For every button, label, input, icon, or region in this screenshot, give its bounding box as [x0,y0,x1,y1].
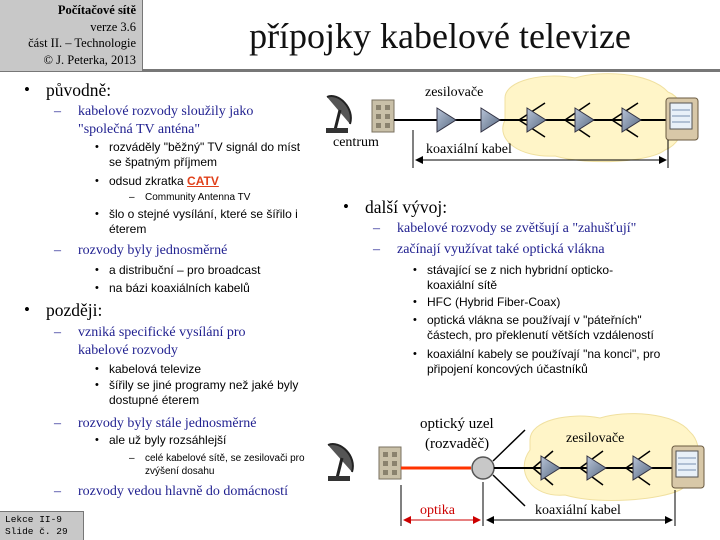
item-common-antenna: – kabelové rozvody sloužily jako "společ… [54,104,254,137]
course-part: část II. – Technologie [28,36,136,50]
footer-box: Lekce II-9 Slide č. 29 [0,511,84,540]
catv-expansion: –Community Antenna TV [129,192,251,203]
optical-node-icon [471,456,495,480]
catv-abbreviation: CATV [187,174,219,188]
bullet-later: •později: [24,300,103,320]
label-headend: centrum [333,135,379,150]
diagram-top [326,73,699,168]
sub-item-cable-tv: •kabelová televize [95,362,202,376]
sub-item-other-programs: • šířily se jiné programy než jaké byly … [95,378,299,407]
sub-item-backbone: • optická vlákna se používají v "páteřní… [413,313,654,342]
amplifier-icon [586,455,607,481]
amplifier-icon [540,455,561,481]
satellite-dish-icon [326,95,352,133]
item-growing-networks: –kabelové rozvody se zvětšují a "zahušťu… [373,221,637,236]
amplifier-icon [480,107,501,133]
label-amplifiers-bottom: zesilovače [566,431,625,446]
amplifier-icon [436,107,457,133]
bullet-further-development: •další vývoj: [343,197,448,217]
header-box: Počítačové sítě verze 3.6 část II. – Tec… [0,0,143,72]
sub-item-larger: •ale už byly rozsáhlejší [95,433,227,447]
item-to-households: –rozvody vedou hlavně do domácností [54,484,288,499]
item-specific-broadcast: – vzniká specifické vysílání pro kabelov… [54,325,246,358]
title-rule [143,69,720,72]
amplifier-icon [574,107,595,133]
label-distributor: (rozvaděč) [425,436,490,452]
sub-item-coax-based: •na bázi koaxiálních kabelů [95,281,250,295]
sub-item-broadcast: •a distribuční – pro broadcast [95,263,261,277]
slide-title: přípojky kabelové televize [249,16,631,56]
item-one-way: –rozvody byly jednosměrné [54,243,228,258]
headend-building-icon [371,99,395,133]
amplifier-icon [526,107,547,133]
label-optical-node: optický uzel [420,416,494,432]
item-optical-fibers: –začínají využívat také optická vlákna [373,242,605,257]
tv-set-icon [671,445,705,489]
amplifier-icon [621,107,642,133]
bullet-originally: •původně: [24,80,112,100]
sub-item-last-mile: • koaxiální kabely se používají "na konc… [413,347,661,376]
sub-item-hfc: •HFC (Hybrid Fiber-Coax) [413,295,561,309]
label-coax-bottom: koaxiální kabel [535,503,621,518]
headend-building-icon [378,446,402,480]
sub-item-same-broadcast: • šlo o stejné vysílání, které se šířilo… [95,207,298,236]
amplifier-icon [632,455,653,481]
lesson-label: Lekce II-9 [5,514,63,525]
slide-number: Slide č. 29 [5,526,68,537]
sub-sub-item-amplifiers: – celé kabelové sítě, se zesilovači pro … [129,453,305,477]
tv-set-icon [665,97,699,141]
copyright: © J. Peterka, 2013 [43,52,136,67]
sub-item-hybrid: • stávající se z nich hybridní opticko- … [413,263,614,292]
version: verze 3.6 [90,19,136,34]
course-name: Počítačové sítě [57,3,136,17]
satellite-dish-icon [327,443,354,481]
item-still-one-way: –rozvody byly stále jednosměrné [54,416,257,431]
sub-item-signal: • rozváděly "běžný" TV signál do míst se… [95,140,301,169]
label-coax-top: koaxiální kabel [426,142,512,157]
sub-item-catv: •odsud zkratka CATV [95,174,219,188]
label-optics: optika [420,503,455,518]
diagram-bottom [327,413,705,526]
label-amplifiers-top: zesilovače [425,85,484,100]
